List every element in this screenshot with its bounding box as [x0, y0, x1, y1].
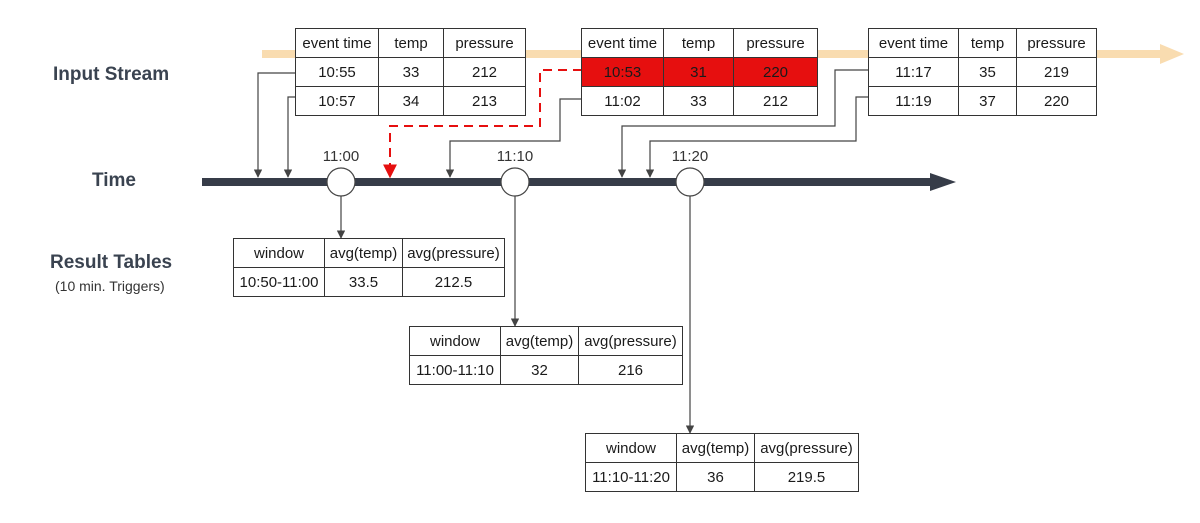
table-header-row: event time temp pressure — [295, 28, 526, 58]
table-cell: 11:10-11:20 — [585, 462, 677, 492]
input-stream-label: Input Stream — [53, 64, 170, 85]
time-tick-1100: 11:00 — [322, 148, 360, 165]
table-cell: 36 — [676, 462, 755, 492]
header-cell: event time — [868, 28, 959, 58]
table-row: 11:17 35 219 — [868, 57, 1097, 87]
result-tables-label: Result Tables — [50, 252, 173, 273]
table-cell: 10:57 — [295, 86, 379, 116]
table-cell: 10:50-11:00 — [233, 267, 325, 297]
table-cell: 34 — [378, 86, 444, 116]
table-row: 11:00-11:10 32 216 — [409, 355, 683, 385]
table-cell: 10:55 — [295, 57, 379, 87]
input-stream-band-arrowhead — [1160, 44, 1184, 64]
table-row: 11:02 33 212 — [581, 86, 818, 116]
table-cell: 10:53 — [581, 57, 664, 87]
input-table-3: event time temp pressure 11:17 35 219 11… — [868, 28, 1097, 116]
event-connector-1102 — [445, 98, 582, 178]
header-cell: window — [585, 433, 677, 463]
time-axis — [202, 178, 932, 186]
table-row: 10:55 33 212 — [295, 57, 526, 87]
table-row: 11:10-11:20 36 219.5 — [585, 462, 859, 492]
header-cell: event time — [295, 28, 379, 58]
trigger-circle-1120 — [675, 167, 705, 197]
table-cell: 31 — [663, 57, 734, 87]
table-row: 11:19 37 220 — [868, 86, 1097, 116]
table-row: 10:50-11:00 33.5 212.5 — [233, 267, 505, 297]
header-cell: pressure — [1016, 28, 1097, 58]
table-cell: 37 — [958, 86, 1017, 116]
table-cell: 219.5 — [754, 462, 859, 492]
header-cell: temp — [663, 28, 734, 58]
header-cell: window — [233, 238, 325, 268]
event-connector-1117 — [617, 69, 868, 178]
time-tick-1110: 11:10 — [496, 148, 534, 165]
result-table-3: window avg(temp) avg(pressure) 11:10-11:… — [585, 433, 859, 492]
table-header-row: event time temp pressure — [581, 28, 818, 58]
table-cell: 212 — [733, 86, 818, 116]
late-event-connector-1053 — [383, 69, 582, 179]
table-cell: 220 — [733, 57, 818, 87]
header-cell: avg(temp) — [324, 238, 403, 268]
trigger-circle-1110 — [500, 167, 530, 197]
header-cell: avg(pressure) — [402, 238, 505, 268]
trigger-circle-1100 — [326, 167, 356, 197]
header-cell: temp — [958, 28, 1017, 58]
table-cell: 35 — [958, 57, 1017, 87]
table-header-row: event time temp pressure — [868, 28, 1097, 58]
table-header-row: window avg(temp) avg(pressure) — [233, 238, 505, 268]
table-cell: 33.5 — [324, 267, 403, 297]
event-connector-1057 — [283, 96, 296, 178]
table-cell: 11:17 — [868, 57, 959, 87]
header-cell: avg(pressure) — [578, 326, 683, 356]
table-cell: 11:02 — [581, 86, 664, 116]
header-cell: avg(pressure) — [754, 433, 859, 463]
header-cell: avg(temp) — [500, 326, 579, 356]
table-cell: 212 — [443, 57, 526, 87]
input-table-2: event time temp pressure 10:53 31 220 11… — [581, 28, 818, 116]
header-cell: event time — [581, 28, 664, 58]
time-label: Time — [92, 170, 137, 191]
table-cell: 220 — [1016, 86, 1097, 116]
table-cell: 219 — [1016, 57, 1097, 87]
table-header-row: window avg(temp) avg(pressure) — [409, 326, 683, 356]
table-cell: 33 — [663, 86, 734, 116]
result-tables-sublabel: (10 min. Triggers) — [55, 278, 165, 294]
time-tick-1120: 11:20 — [671, 148, 709, 165]
header-cell: pressure — [443, 28, 526, 58]
event-connector-1119 — [645, 96, 868, 178]
table-cell: 213 — [443, 86, 526, 116]
late-event-row: 10:53 31 220 — [581, 57, 818, 87]
header-cell: window — [409, 326, 501, 356]
table-cell: 11:00-11:10 — [409, 355, 501, 385]
header-cell: temp — [378, 28, 444, 58]
table-cell: 32 — [500, 355, 579, 385]
table-header-row: window avg(temp) avg(pressure) — [585, 433, 859, 463]
header-cell: pressure — [733, 28, 818, 58]
input-table-1: event time temp pressure 10:55 33 212 10… — [295, 28, 526, 116]
table-row: 10:57 34 213 — [295, 86, 526, 116]
event-connector-1055 — [253, 72, 296, 178]
header-cell: avg(temp) — [676, 433, 755, 463]
table-cell: 11:19 — [868, 86, 959, 116]
result-table-2: window avg(temp) avg(pressure) 11:00-11:… — [409, 326, 683, 385]
table-cell: 216 — [578, 355, 683, 385]
result-table-1: window avg(temp) avg(pressure) 10:50-11:… — [233, 238, 505, 297]
table-cell: 33 — [378, 57, 444, 87]
table-cell: 212.5 — [402, 267, 505, 297]
time-axis-arrowhead — [930, 173, 956, 191]
